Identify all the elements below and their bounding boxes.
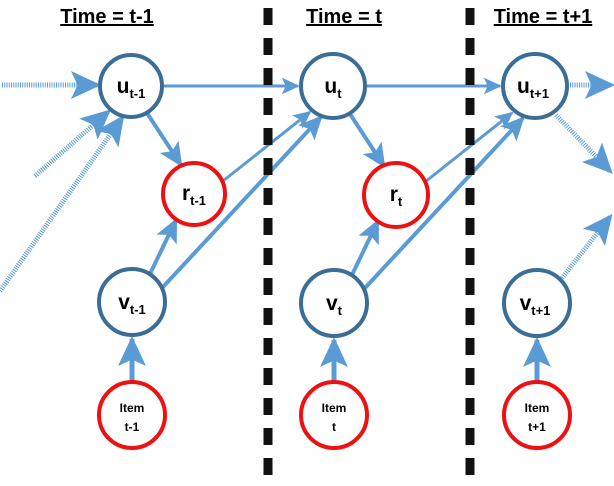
- node-r-t-label: rt: [390, 183, 403, 209]
- edge-r-tm1-to-u-t: [222, 110, 312, 183]
- node-u-t-circle[interactable]: [299, 52, 367, 120]
- node-r-t-minus-1-label: rt-1: [182, 182, 206, 208]
- node-v-t-plus-1-circle[interactable]: [502, 268, 572, 338]
- dotted-edge-incoming-diagonal-upper: [33, 109, 112, 178]
- time-separators-group: [263, 8, 475, 482]
- node-r-t-circle[interactable]: [362, 161, 430, 229]
- node-item-t-line2: t: [332, 420, 336, 434]
- edge-v-tm1-to-r-tm1: [146, 217, 178, 279]
- edge-r-t-to-u-tp1: [424, 111, 514, 184]
- column-title-t: Time = t: [306, 6, 382, 28]
- edge-u-t-to-r-t: [348, 112, 386, 169]
- node-group-t-plus-1: ut+1 vt+1 Item t+1: [501, 52, 572, 450]
- node-item-t-line1: Item: [322, 401, 347, 415]
- solid-edges-group: [118, 77, 551, 381]
- node-u-t-plus-1-circle[interactable]: [501, 52, 569, 120]
- node-r-t-minus-1-circle[interactable]: [161, 161, 227, 227]
- node-item-t-plus-1-line1: Item: [525, 401, 550, 415]
- column-title-t-minus-1: Time = t-1: [60, 6, 154, 28]
- node-u-t[interactable]: ut: [299, 52, 367, 120]
- node-r-t-minus-1[interactable]: rt-1: [161, 161, 227, 227]
- node-u-t-plus-1-label: ut+1: [517, 75, 549, 101]
- node-item-t-minus-1-line2: t-1: [125, 420, 140, 434]
- node-item-t[interactable]: Item t: [299, 380, 369, 450]
- node-v-t-plus-1[interactable]: vt+1: [502, 268, 572, 338]
- node-u-t-minus-1[interactable]: ut-1: [98, 53, 164, 119]
- node-v-t-circle[interactable]: [299, 268, 369, 338]
- dotted-edges-group: [0, 71, 614, 293]
- node-item-t-minus-1-circle[interactable]: [97, 380, 167, 450]
- edge-v-t-to-r-t: [348, 218, 380, 280]
- node-v-t-minus-1[interactable]: vt-1: [97, 267, 167, 337]
- dotted-edge-outgoing-diagonal-up: [560, 213, 613, 280]
- node-item-t-plus-1-line2: t+1: [528, 420, 546, 434]
- node-item-t-circle[interactable]: [299, 380, 369, 450]
- column-title-t-plus-1: Time = t+1: [494, 6, 593, 28]
- node-item-t-plus-1-circle[interactable]: [502, 380, 572, 450]
- column-titles-group: Time = t-1 Time = t Time = t+1: [60, 6, 592, 28]
- node-group-t: ut rt vt Item t: [299, 52, 430, 450]
- dotted-edge-incoming-diagonal-lower: [0, 114, 125, 293]
- node-group-t-minus-1: ut-1 rt-1 vt-1 Item t-1: [97, 53, 227, 450]
- dotted-edge-outgoing-diagonal-down: [554, 113, 613, 174]
- node-v-t-minus-1-label: vt-1: [118, 291, 146, 317]
- edge-u-tm1-to-r-tm1: [145, 111, 183, 168]
- node-v-t-label: vt: [326, 292, 343, 318]
- node-v-t-plus-1-label: vt+1: [520, 292, 551, 318]
- node-u-t-minus-1-label: ut-1: [117, 75, 146, 101]
- edge-v-t-to-u-tp1: [362, 116, 525, 291]
- node-u-t-label: ut: [324, 75, 342, 101]
- node-v-t-minus-1-circle[interactable]: [97, 267, 167, 337]
- edge-v-tm1-to-u-t: [160, 115, 323, 290]
- node-v-t[interactable]: vt: [299, 268, 369, 338]
- node-item-t-minus-1-line1: Item: [120, 401, 145, 415]
- node-item-t-plus-1[interactable]: Item t+1: [502, 380, 572, 450]
- node-r-t[interactable]: rt: [362, 161, 430, 229]
- node-u-t-plus-1[interactable]: ut+1: [501, 52, 569, 120]
- node-item-t-minus-1[interactable]: Item t-1: [97, 380, 167, 450]
- node-u-t-minus-1-circle[interactable]: [98, 53, 164, 119]
